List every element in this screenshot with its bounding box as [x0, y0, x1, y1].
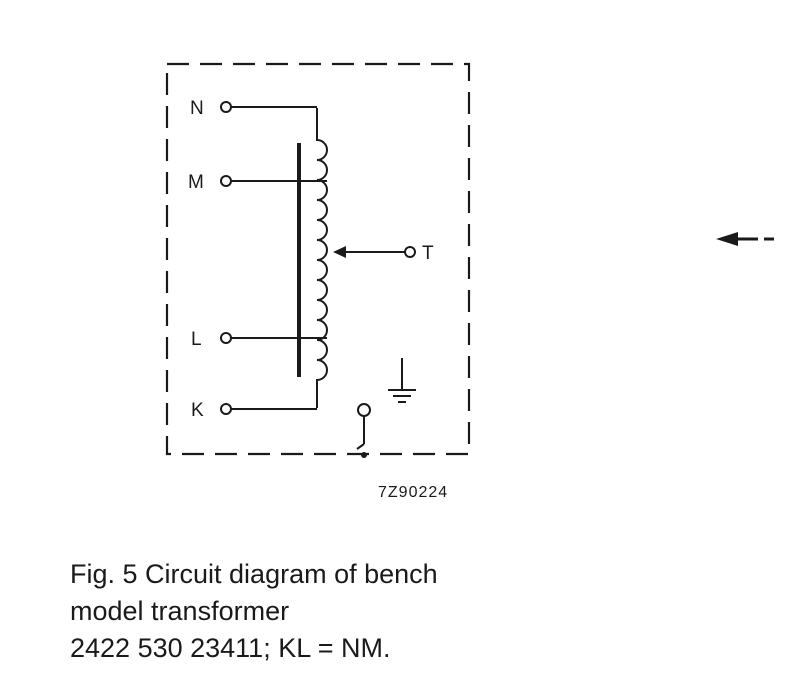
terminal-k: K [191, 400, 317, 421]
earth-ground-icon [388, 358, 416, 403]
caption-line-1: Fig. 5 Circuit diagram of bench [70, 559, 438, 589]
terminal-k-label: K [191, 400, 204, 421]
caption-line-2: model transformer [70, 596, 290, 626]
pointer-arrow-icon [716, 232, 774, 246]
circuit-diagram: N M L K T 7Z90224 [165, 62, 774, 501]
drawing-code: 7Z90224 [378, 484, 448, 501]
terminal-t-label: T [422, 243, 434, 264]
wiper-tap-t: T [333, 243, 434, 264]
terminal-n-label: N [190, 98, 204, 119]
figure-caption: Fig. 5 Circuit diagram of bench model tr… [70, 556, 770, 667]
terminal-m: M [188, 172, 327, 193]
transformer-winding [316, 108, 328, 408]
caption-line-3: 2422 530 23411; KL = NM. [70, 633, 391, 663]
terminal-l: L [191, 329, 327, 350]
terminal-l-label: L [191, 329, 202, 350]
frame-earth-terminal [356, 403, 371, 458]
wiper-arrowhead [333, 246, 346, 258]
terminal-m-label: M [188, 172, 204, 193]
terminal-n: N [190, 98, 317, 119]
dashed-enclosure [165, 62, 471, 456]
